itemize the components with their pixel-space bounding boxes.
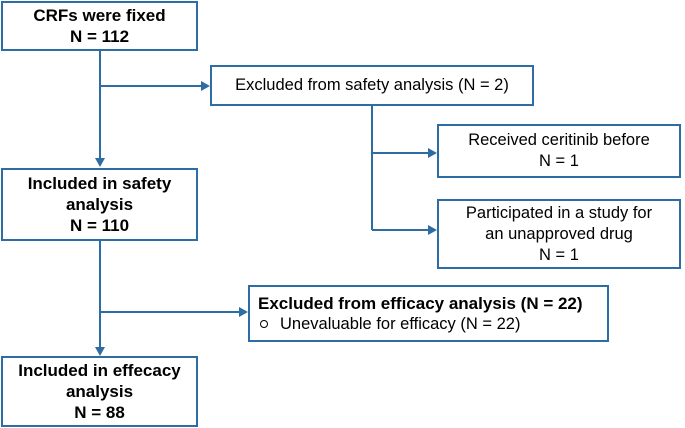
connector-safety-branch-vertical [371, 105, 373, 230]
arrow-to-unapproved [428, 225, 437, 235]
box-safety-excluded: Excluded from safety analysis (N = 2) [210, 65, 534, 106]
efficacy-included-line1: Included in effecacy [18, 361, 181, 380]
efficacy-excluded-reason: Unevaluable for efficacy (N = 22) [280, 314, 521, 333]
received-ceritinib-count: N = 1 [539, 152, 579, 170]
crfs-fixed-count: N = 112 [69, 27, 130, 46]
unapproved-drug-line2: an unapproved drug [485, 224, 633, 243]
crfs-fixed-label: CRFs were fixed [33, 6, 166, 25]
arrow-to-efficacy-included [95, 347, 105, 356]
safety-included-line2: analysis [65, 195, 134, 214]
box-unapproved-drug: Participated in a study for an unapprove… [437, 199, 681, 269]
efficacy-included-line2: analysis [65, 382, 134, 401]
connector-main-lower [99, 240, 101, 349]
arrow-to-ceritinib [428, 148, 437, 158]
efficacy-excluded-title: Excluded from efficacy analysis (N = 22) [258, 293, 583, 313]
box-safety-included: Included in safety analysis N = 110 [1, 168, 198, 241]
box-efficacy-included: Included in effecacy analysis N = 88 [1, 356, 198, 427]
safety-excluded-label: Excluded from safety analysis (N = 2) [235, 76, 509, 94]
connector-to-unapproved [372, 229, 429, 231]
connector-to-safety-excluded [100, 85, 202, 87]
connector-to-ceritinib [372, 152, 429, 154]
received-ceritinib-label: Received ceritinib before [468, 131, 650, 149]
arrow-to-safety-excluded [201, 81, 210, 91]
efficacy-included-count: N = 88 [74, 403, 125, 422]
box-received-ceritinib: Received ceritinib before N = 1 [437, 124, 681, 178]
bullet-circle-icon [260, 320, 268, 328]
box-efficacy-excluded: Excluded from efficacy analysis (N = 22)… [248, 285, 609, 342]
arrow-to-safety-included [95, 158, 105, 167]
connector-to-efficacy-excluded [100, 311, 240, 313]
safety-included-line1: Included in safety [27, 174, 172, 193]
connector-main-upper [99, 51, 101, 160]
unapproved-drug-line1: Participated in a study for [465, 203, 653, 222]
box-crfs-fixed: CRFs were fixed N = 112 [1, 1, 198, 51]
safety-included-count: N = 110 [69, 216, 130, 235]
arrow-to-efficacy-excluded [239, 307, 248, 317]
unapproved-drug-count: N = 1 [539, 245, 579, 264]
efficacy-excluded-bullet-row: Unevaluable for efficacy (N = 22) [258, 314, 520, 335]
